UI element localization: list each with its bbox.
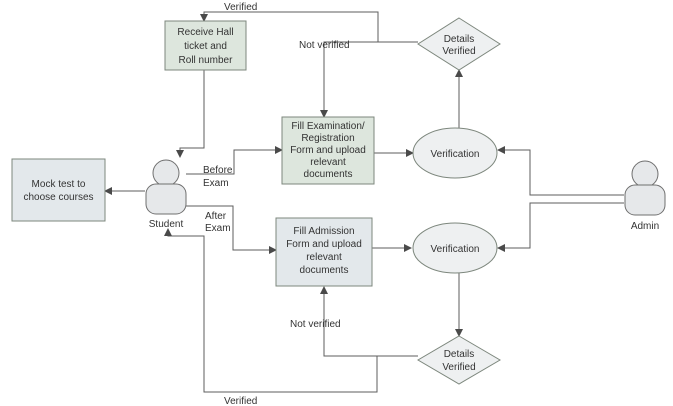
fill-examination-line-3: Form and upload: [290, 145, 366, 156]
verification-bottom-label: Verification: [431, 244, 480, 255]
label-not-verified-bottom: Not verified: [290, 319, 341, 330]
label-after-exam-1: After: [205, 211, 227, 222]
label-before-exam-1: Before: [203, 165, 233, 176]
details-verified-bottom-node: Details Verified: [417, 335, 501, 385]
admin-actor: Admin: [624, 160, 666, 232]
details-bottom-line-2: Verified: [442, 362, 475, 373]
fill-admission-node: Fill Admission Form and upload relevant …: [275, 217, 373, 287]
edge-not-verified-top: [320, 41, 418, 118]
edge-verified-bottom: [164, 228, 418, 393]
fill-examination-line-2: Registration: [301, 133, 354, 144]
admin-label: Admin: [631, 221, 659, 232]
label-before-exam-2: Exam: [203, 178, 229, 189]
details-top-line-2: Verified: [442, 46, 475, 57]
verification-bottom-node: Verification: [412, 222, 498, 274]
edge-admin-to-verification-top: [497, 146, 624, 196]
label-verified-top: Verified: [224, 2, 257, 13]
fill-examination-node: Fill Examination/ Registration Form and …: [281, 116, 375, 185]
fill-admission-line-2: Form and upload: [286, 239, 362, 250]
receive-hall-ticket-node: Receive Hall ticket and Roll number: [164, 20, 247, 71]
edge-receive-to-student: [176, 70, 205, 158]
receive-hall-ticket-line-3: Roll number: [179, 55, 234, 66]
receive-hall-ticket-line-2: ticket and: [184, 41, 227, 52]
label-verified-bottom: Verified: [224, 396, 257, 406]
label-not-verified-top: Not verified: [299, 40, 350, 51]
details-top-line-1: Details: [444, 34, 475, 45]
user-icon: [624, 160, 666, 216]
mock-test-node: Mock test to choose courses: [11, 158, 106, 222]
user-icon: [145, 159, 187, 215]
student-actor: Student: [145, 159, 187, 230]
mock-test-line-2: choose courses: [23, 192, 93, 203]
receive-hall-ticket-line-1: Receive Hall: [177, 27, 233, 38]
mock-test-line-1: Mock test to: [32, 179, 86, 190]
label-after-exam-2: Exam: [205, 223, 231, 234]
fill-admission-line-4: documents: [300, 265, 349, 276]
fill-admission-line-1: Fill Admission: [293, 226, 354, 237]
edge-student-to-admission-form: [186, 205, 277, 254]
student-label: Student: [149, 219, 184, 230]
fill-admission-line-3: relevant: [306, 252, 342, 263]
details-verified-top-node: Details Verified: [417, 17, 501, 71]
fill-examination-line-5: documents: [304, 169, 353, 180]
verification-top-node: Verification: [412, 127, 498, 179]
fill-examination-line-4: relevant: [310, 157, 346, 168]
edge-admin-to-verification-bottom: [497, 202, 624, 252]
fill-examination-line-1: Fill Examination/: [291, 121, 365, 132]
verification-top-label: Verification: [431, 149, 480, 160]
edge-student-to-exam-form: [186, 146, 283, 175]
details-bottom-line-1: Details: [444, 349, 475, 360]
